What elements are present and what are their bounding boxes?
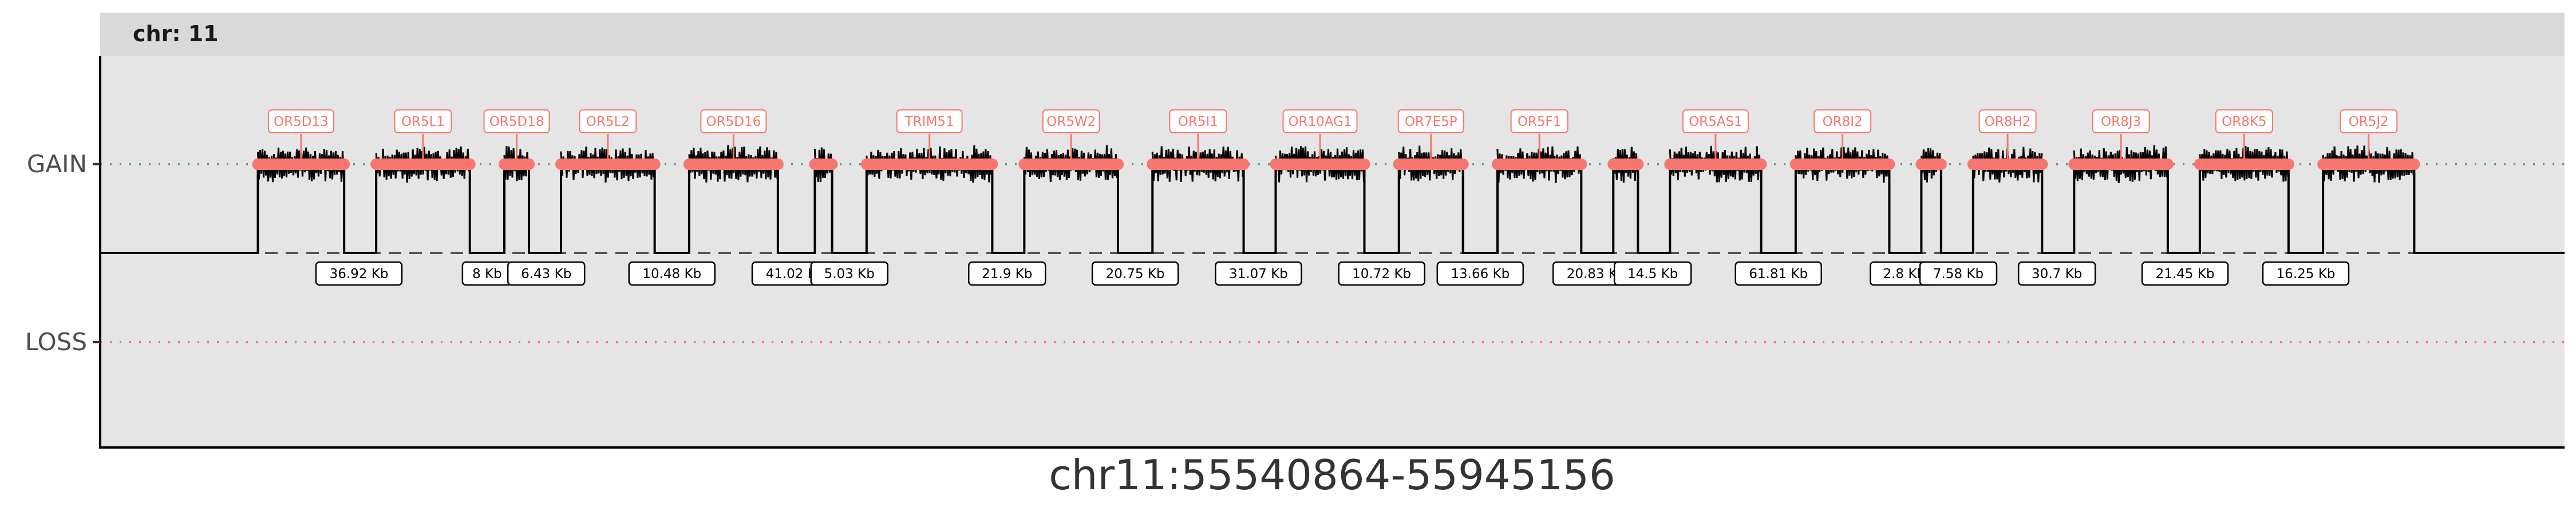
gap-label: 61.81 Kb	[1749, 267, 1808, 282]
gene-label-box	[1510, 109, 1568, 133]
step-layer	[100, 163, 2565, 254]
gene-label: OR5I1	[1178, 114, 1218, 129]
gene-label: TRIM51	[904, 114, 954, 129]
gap-label: 21.45 Kb	[2156, 267, 2215, 282]
gap-label: 31.07 Kb	[1229, 267, 1288, 282]
gene-label: OR5D18	[489, 114, 544, 129]
gap-label: 36.92 Kb	[330, 267, 389, 282]
gap-label: 21.9 Kb	[982, 267, 1032, 282]
gene-label: OR5W2	[1046, 114, 1096, 129]
gene-label: OR5J2	[2349, 114, 2389, 129]
copy-number-step-line	[100, 163, 2565, 254]
gap-label-box	[1215, 261, 1302, 286]
gene-label-box	[896, 109, 963, 133]
gap-label-box	[1091, 261, 1179, 286]
gene-label-box	[1682, 109, 1749, 133]
gene-label: OR5L1	[401, 114, 445, 129]
gene-label-box	[1397, 109, 1464, 133]
gap-label: 16.25 Kb	[2277, 267, 2336, 282]
gap-label-box	[2141, 261, 2229, 286]
gene-label-box	[579, 109, 637, 133]
gap-label-box	[1735, 261, 1822, 286]
gene-label: OR7E5P	[1405, 114, 1457, 129]
gene-label-box	[1042, 109, 1100, 133]
gene-label-box	[267, 109, 334, 133]
y-tick-label-loss: LOSS	[25, 328, 87, 356]
gene-layer: OR5D13 OR5L1 OR5D18 OR5L2 OR5D16 TRIM51 OR5W2 O…	[252, 109, 2420, 170]
gap-label-box	[628, 261, 716, 286]
gap-label: 20.75 Kb	[1106, 267, 1165, 282]
gene-label: OR5D16	[706, 114, 761, 129]
gap-label-box	[967, 261, 1046, 286]
gene-label: OR5AS1	[1689, 114, 1743, 129]
gene-label-box	[1978, 109, 2037, 133]
gene-label-box	[483, 109, 550, 133]
gap-label-box	[507, 261, 586, 286]
gene-label-box	[1814, 109, 1872, 133]
gap-label: 13.66 Kb	[1451, 267, 1510, 282]
gap-label: 5.03 Kb	[824, 267, 875, 282]
gene-label: OR5L2	[586, 114, 630, 129]
gap-label-box	[1613, 261, 1692, 286]
gene-label-box	[700, 109, 767, 133]
gap-label: 30.7 Kb	[2032, 267, 2082, 282]
gap-label: 8 Kb	[472, 267, 502, 282]
gap-label-box	[1436, 261, 1524, 286]
gap-label-box	[315, 261, 403, 286]
gap-label: 10.48 Kb	[642, 267, 701, 282]
gap-label: 10.72 Kb	[1352, 267, 1411, 282]
x-axis-title: chr11:55540864-55945156	[1049, 451, 1615, 499]
gene-label-box	[2215, 109, 2273, 133]
gene-label: OR8I2	[1823, 114, 1863, 129]
gene-label-box	[2340, 109, 2398, 133]
gap-label-box	[1919, 261, 1998, 286]
gap-label: 2.8 Kb	[1883, 267, 1925, 282]
gene-label: OR8K5	[2222, 114, 2266, 129]
gene-label-box	[394, 109, 452, 133]
gap-label-box	[810, 261, 888, 286]
facet-strip	[100, 13, 2565, 56]
gap-label-box	[1338, 261, 1425, 286]
gap-label-box	[2262, 261, 2350, 286]
gene-label: OR5F1	[1518, 114, 1562, 129]
gene-label-box	[2092, 109, 2150, 133]
gap-label: 14.5 Kb	[1627, 267, 1678, 282]
facet-label: chr: 11	[133, 21, 219, 46]
y-tick-label-gain: GAIN	[27, 150, 87, 178]
gene-label: OR5D13	[274, 114, 329, 129]
gap-label: 7.58 Kb	[1933, 267, 1984, 282]
gap-label: 6.43 Kb	[521, 267, 571, 282]
gene-label: OR8H2	[1985, 114, 2031, 129]
gap-label-box	[2017, 261, 2096, 286]
gene-label-box	[1282, 109, 1358, 133]
gene-label: OR8J3	[2101, 114, 2141, 129]
gene-label-box	[1169, 109, 1227, 133]
gene-label: OR10AG1	[1288, 114, 1352, 129]
